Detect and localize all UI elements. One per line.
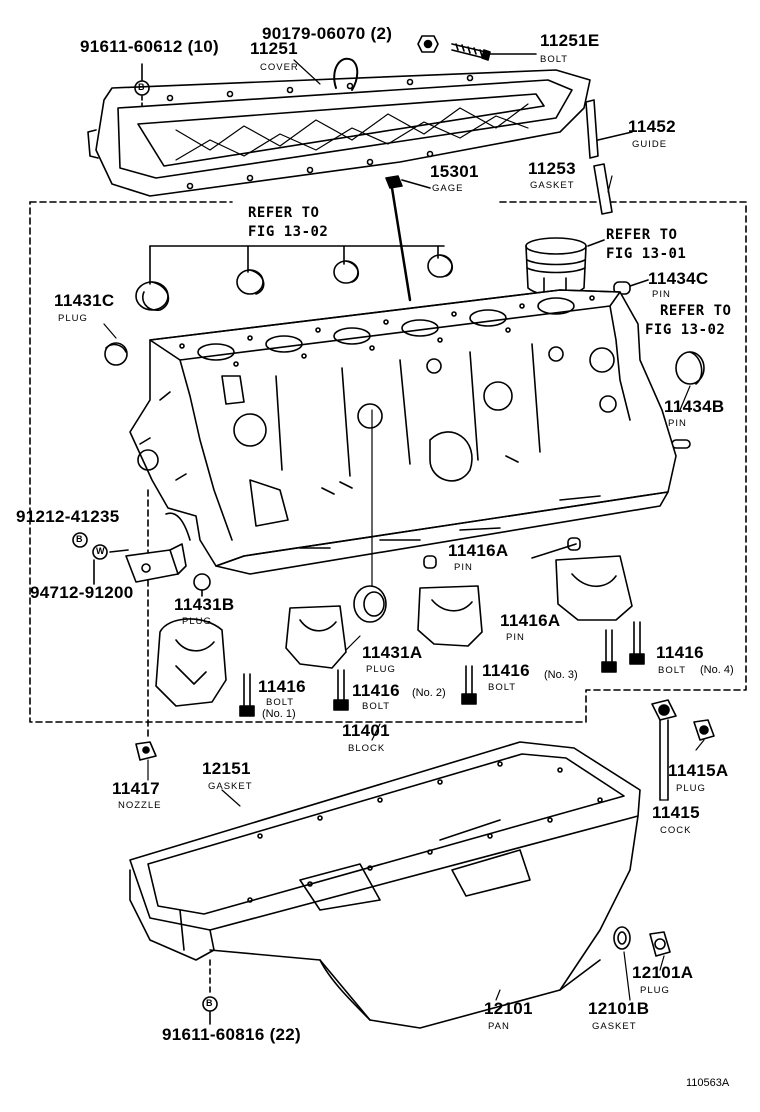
part-number-11416a-2: 11416A bbox=[500, 611, 561, 630]
part-name-cover: COVER bbox=[260, 62, 299, 73]
part-number-11431a: 11431A bbox=[362, 643, 423, 662]
part-number-12101a: 12101A bbox=[632, 963, 694, 982]
part-number-11416-no1: 11416 bbox=[258, 677, 306, 696]
part-name-pin-11434c: PIN bbox=[652, 289, 671, 300]
part-number-90179: 90179-06070 (2) bbox=[262, 24, 393, 43]
washer-symbol-b-bottom: B bbox=[206, 998, 213, 1008]
plug-11431b-part bbox=[193, 573, 211, 597]
part-number-11431c: 11431C bbox=[54, 291, 115, 310]
washer-symbol-w: W bbox=[96, 546, 105, 556]
washer-symbol-b-top: B bbox=[138, 82, 145, 92]
part-name-plug-11431c: PLUG bbox=[58, 313, 88, 324]
part-name-bolt-no1: BOLT bbox=[266, 697, 295, 708]
part-name-gasket-12101b: GASKET bbox=[592, 1021, 637, 1032]
part-number-11416-no3: 11416 bbox=[482, 661, 530, 680]
cover-bolt-part bbox=[417, 35, 537, 61]
part-name-bolt-no2: BOLT bbox=[362, 701, 391, 712]
part-number-11416a-1: 11416A bbox=[448, 541, 509, 560]
engine-block-part bbox=[129, 289, 677, 575]
part-name-block: BLOCK bbox=[348, 743, 386, 754]
main-bearing-caps bbox=[155, 555, 633, 707]
nozzle-part bbox=[135, 741, 157, 761]
part-number-11253: 11253 bbox=[528, 159, 576, 178]
part-name-pin-11416a-1: PIN bbox=[454, 562, 473, 573]
part-number-11251: 11251 bbox=[250, 39, 298, 58]
part-number-11415a: 11415A bbox=[668, 761, 729, 780]
part-name-gasket-12151: GASKET bbox=[208, 781, 253, 792]
part-number-91611-top: 91611-60612 (10) bbox=[80, 37, 220, 56]
plug-11431c-part bbox=[104, 342, 128, 366]
refer-to-fig-2: FIG 13-01 bbox=[606, 246, 687, 262]
washer-symbol-b-left: B bbox=[76, 534, 83, 544]
drain-gasket-12101b-part bbox=[613, 926, 631, 950]
refer-to-fig-3: FIG 13-02 bbox=[645, 322, 726, 338]
part-number-94712: 94712-91200 bbox=[30, 583, 134, 602]
part-name-plug-11431b: PLUG bbox=[182, 616, 212, 627]
cam-bearings bbox=[135, 245, 453, 311]
part-sub-no1: (No. 1) bbox=[262, 708, 296, 720]
mount-bracket-part bbox=[72, 532, 187, 585]
part-number-91212: 91212-41235 bbox=[16, 507, 120, 526]
part-name-plug-11415a: PLUG bbox=[676, 783, 706, 794]
guide-part bbox=[585, 99, 633, 215]
part-number-12151: 12151 bbox=[202, 759, 251, 778]
part-name-plug-11431a: PLUG bbox=[366, 664, 396, 675]
part-name-cock: COCK bbox=[660, 825, 692, 836]
part-number-11401: 11401 bbox=[342, 721, 390, 740]
cap-pins bbox=[423, 537, 581, 569]
bearing-right bbox=[675, 351, 705, 385]
gage-part bbox=[385, 175, 431, 302]
part-number-11434c: 11434C bbox=[648, 269, 709, 288]
washer-b-bottom bbox=[202, 959, 218, 1025]
refer-to-label-3: REFER TO bbox=[660, 303, 732, 319]
refer-to-label-2: REFER TO bbox=[606, 227, 678, 243]
cover-part bbox=[87, 57, 591, 197]
part-sub-no4: (No. 4) bbox=[700, 664, 734, 676]
oil-pan-part bbox=[129, 815, 639, 1029]
figure-id: 110563A bbox=[686, 1077, 730, 1089]
part-number-11431b: 11431B bbox=[174, 595, 235, 614]
pin-11434b-part bbox=[671, 439, 691, 449]
part-sub-no2: (No. 2) bbox=[412, 687, 446, 699]
cap-bolts bbox=[239, 621, 645, 717]
part-name-nozzle: NOZZLE bbox=[118, 800, 162, 811]
plug-11431a-part bbox=[353, 409, 387, 623]
part-name-pan: PAN bbox=[488, 1021, 510, 1032]
washer-b-top bbox=[134, 63, 150, 107]
part-name-plug-12101a: PLUG bbox=[640, 985, 670, 996]
part-name-bolt-11251e: BOLT bbox=[540, 54, 569, 65]
part-sub-no3: (No. 3) bbox=[544, 669, 578, 681]
part-number-11434b: 11434B bbox=[664, 397, 725, 416]
part-name-pin-11434b: PIN bbox=[668, 418, 687, 429]
part-number-12101b: 12101B bbox=[588, 999, 650, 1018]
part-number-11452: 11452 bbox=[628, 117, 676, 136]
part-number-15301: 15301 bbox=[430, 162, 479, 181]
leader-lines bbox=[103, 59, 705, 1001]
part-number-91611-bottom: 91611-60816 (22) bbox=[162, 1025, 302, 1044]
part-name-bolt-no4: BOLT bbox=[658, 665, 687, 676]
part-number-11251e: 11251E bbox=[540, 31, 600, 50]
part-name-guide: GUIDE bbox=[632, 139, 668, 150]
part-name-gage: GAGE bbox=[432, 183, 464, 194]
part-number-11415: 11415 bbox=[652, 803, 700, 822]
part-number-11417: 11417 bbox=[112, 779, 160, 798]
part-name-pin-11416a-2: PIN bbox=[506, 632, 525, 643]
drain-plug-12101a-part bbox=[649, 931, 671, 957]
part-number-11416-no2: 11416 bbox=[352, 681, 400, 700]
pan-gasket-part bbox=[129, 741, 641, 931]
piston-part bbox=[525, 237, 605, 297]
part-number-11416-no4: 11416 bbox=[656, 643, 704, 662]
refer-to-fig-1: FIG 13-02 bbox=[248, 224, 329, 240]
drain-cock-part bbox=[651, 699, 677, 801]
drain-plug-11415a-part bbox=[693, 719, 715, 741]
part-name-gasket-11253: GASKET bbox=[530, 180, 575, 191]
part-name-bolt-no3: BOLT bbox=[488, 682, 517, 693]
refer-to-label-1: REFER TO bbox=[248, 205, 320, 221]
part-number-12101: 12101 bbox=[484, 999, 533, 1018]
block-assembly-boundary bbox=[29, 201, 747, 723]
